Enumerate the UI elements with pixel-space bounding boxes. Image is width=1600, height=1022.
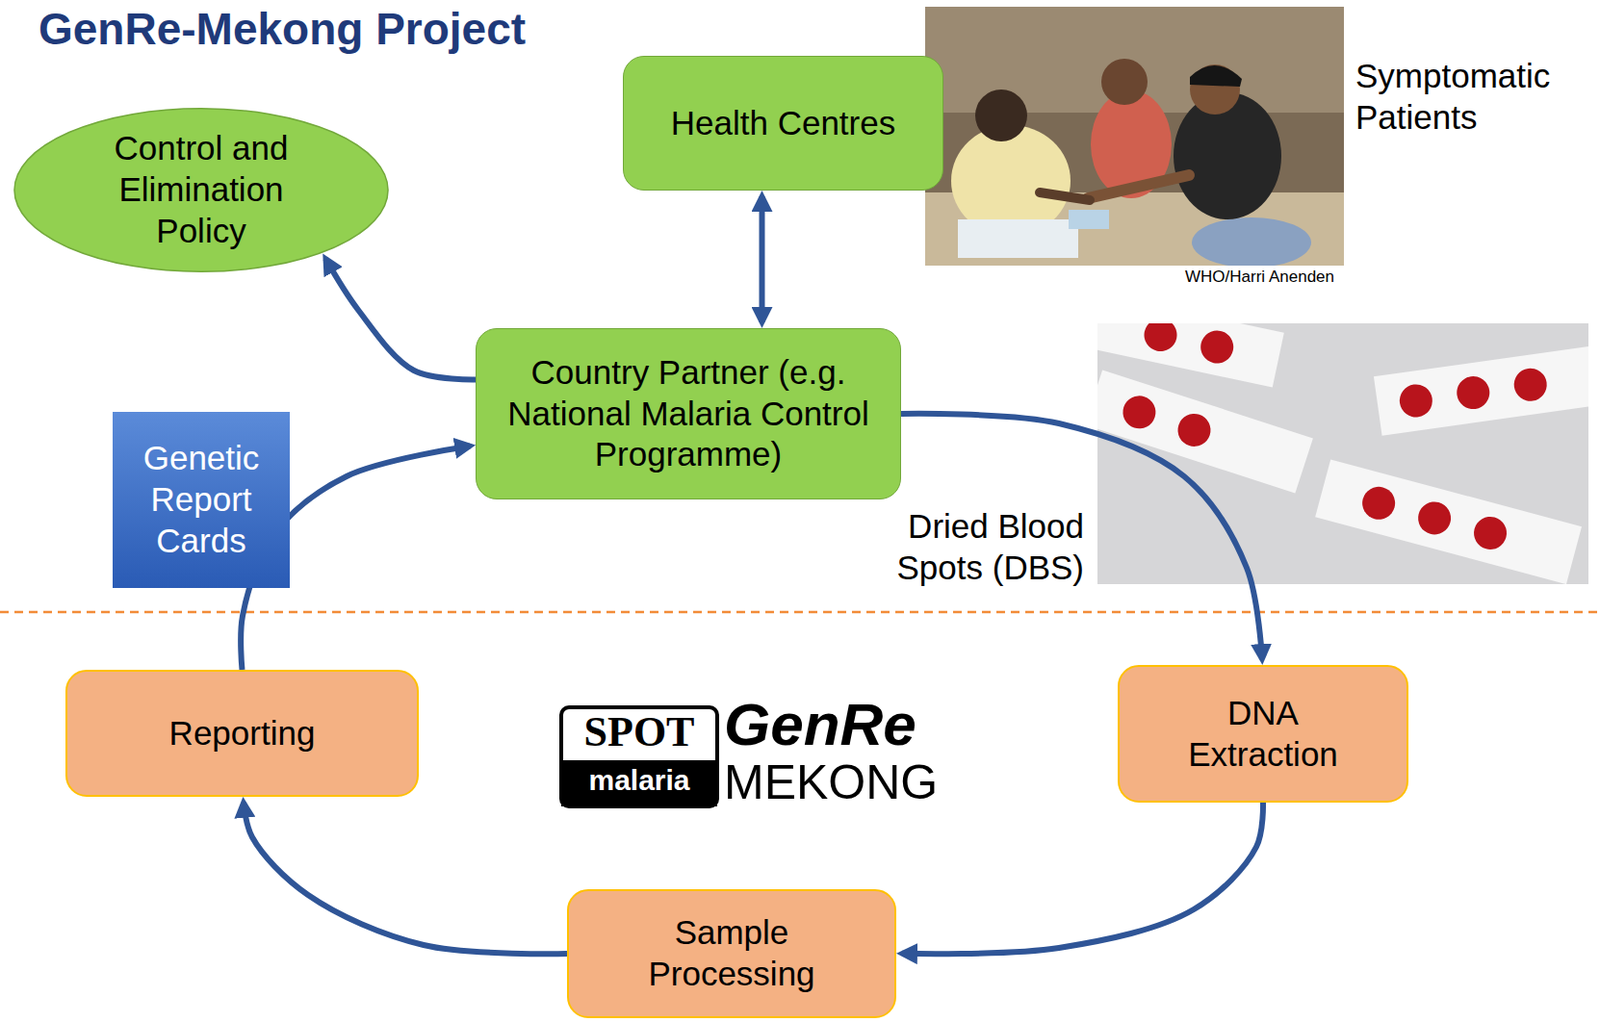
photo-credit: WHO/Harri Anenden (1107, 268, 1335, 287)
filter-card (1315, 459, 1582, 585)
clinic-photo (925, 6, 1344, 266)
logo-text: MEKONG (723, 758, 984, 807)
blood-spot (1414, 498, 1455, 540)
photo-arm (1039, 192, 1090, 201)
blood-spot (1173, 409, 1215, 451)
report-card-box: Genetic Report Cards (112, 412, 290, 589)
blood-spot (1358, 483, 1399, 524)
ellipse-shape (14, 108, 388, 273)
blood-spot (1470, 513, 1511, 554)
filter-card (1097, 369, 1314, 493)
caption-text: Dried Blood Spots (DBS) (877, 506, 1084, 589)
blood-spot (1512, 366, 1549, 404)
logo-badge (561, 707, 718, 807)
node-label: Health Centres (670, 103, 896, 145)
blood-spot (1140, 323, 1180, 355)
diagram-title: GenRe-Mekong Project (38, 3, 526, 55)
divider-line (0, 611, 1600, 615)
photo-patient (1173, 92, 1282, 220)
process-box: Reporting (65, 670, 419, 798)
filter-card (1373, 344, 1589, 437)
node-label: Control and Elimination Policy (80, 128, 322, 252)
flow-arrow (325, 258, 476, 381)
logo-band (561, 760, 718, 807)
photo-arm (1087, 175, 1189, 199)
flow-arrow (243, 802, 568, 955)
node-label: Sample Processing (635, 912, 828, 995)
flow-arrow (902, 802, 1264, 955)
node-label: Country Partner (e.g. National Malaria C… (493, 352, 883, 476)
process-box: Sample Processing (567, 889, 897, 1019)
blood-spot-photo (1097, 323, 1589, 585)
location-box: Health Centres (622, 55, 944, 191)
process-box: DNA Extraction (1117, 665, 1409, 803)
blood-spot (1118, 391, 1161, 434)
logo-text: SPOT (561, 709, 718, 756)
photo-cap (1189, 65, 1242, 87)
node-label: DNA Extraction (1166, 693, 1360, 775)
photo-head (975, 89, 1028, 142)
blood-spot (1397, 382, 1435, 419)
logo-text: malaria (561, 764, 718, 797)
photo-kit (1068, 209, 1110, 230)
photo-kit (957, 219, 1079, 259)
node-label: Reporting (169, 713, 316, 755)
photo-head (1101, 58, 1148, 105)
caption-text: Symptomatic Patients (1355, 55, 1587, 138)
flow-arrow (759, 196, 766, 323)
node-label: Genetic Report Cards (124, 438, 279, 562)
policy-ellipse: Control and Elimination Policy (12, 106, 390, 274)
logo-text: GenRe (723, 695, 984, 755)
photo-jeans (1191, 217, 1312, 266)
blood-spot (1197, 327, 1237, 366)
blood-spot (1454, 374, 1492, 412)
partner-box: Country Partner (e.g. National Malaria C… (475, 328, 902, 500)
